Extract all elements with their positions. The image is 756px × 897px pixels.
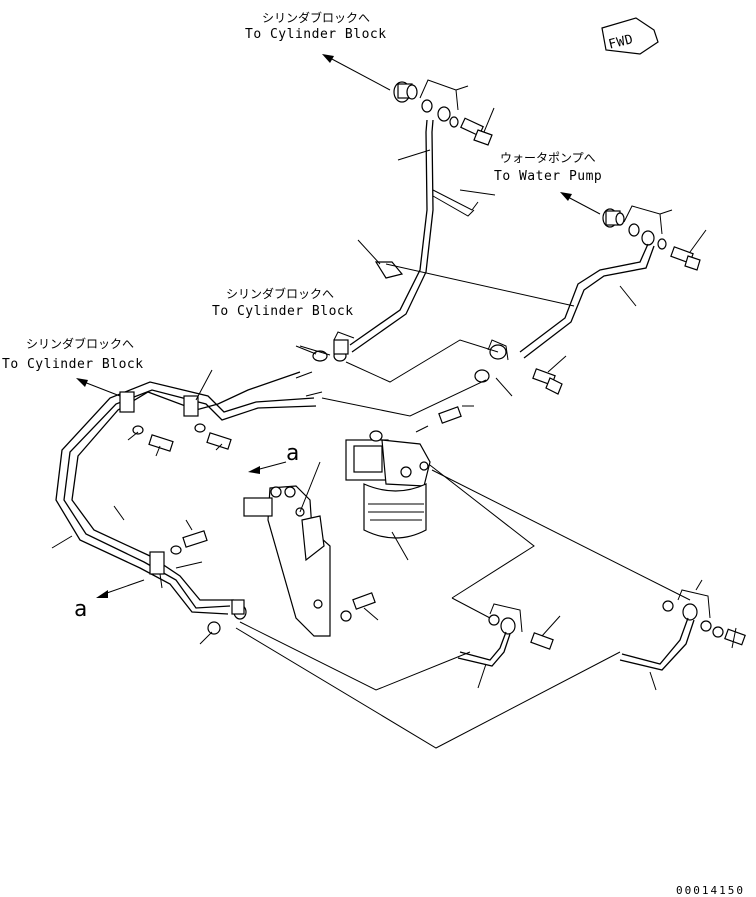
hose-fitting-lower-right: [662, 579, 746, 649]
filter-mounting-bracket: [243, 461, 331, 637]
bolt-middle-right: [532, 368, 563, 395]
bolt-filter-head: [438, 405, 474, 424]
arrow-view-a-lower: [96, 579, 145, 598]
arrow-to-cylinder-block-top: [322, 54, 391, 91]
pipe-lower-center: [457, 631, 511, 689]
pipe-bundle-left: [55, 371, 323, 615]
hose-fitting-top: [393, 81, 459, 128]
arrow-to-cylinder-block-mid: [299, 345, 331, 356]
corrosion-resistor-filter: [345, 425, 431, 561]
label-cylinder-block-mid-jp: シリンダブロックへ: [226, 286, 334, 301]
label-water-pump-en: To Water Pump: [494, 169, 602, 184]
bolt-water-pump: [670, 246, 701, 271]
bolts-left: [148, 432, 232, 548]
label-cylinder-block-mid-en: To Cylinder Block: [212, 304, 354, 319]
pipe-water-pump: [519, 243, 655, 359]
clamp-left-lower: [149, 551, 165, 589]
hose-fitting-middle-left: [333, 331, 355, 362]
label-cylinder-block-left-jp: シリンダブロックへ: [26, 336, 134, 351]
washers-left-upper: [132, 423, 206, 555]
clamp-upper-pipe: [357, 239, 404, 279]
hose-fitting-water-pump: [602, 208, 667, 250]
arrow-to-cylinder-block-left: [76, 378, 121, 397]
hose-fitting-lower-left: [199, 599, 247, 645]
arrow-to-water-pump: [560, 192, 601, 215]
view-a-marker-upper: a: [286, 441, 299, 466]
arrow-view-a-upper: [248, 461, 287, 474]
clamp-left-upper: [119, 369, 213, 417]
drawing-code: 00014150: [676, 884, 745, 897]
label-cylinder-block-top-en: To Cylinder Block: [245, 27, 387, 42]
bolt-bracket: [340, 592, 379, 622]
fwd-direction-badge: FWD: [601, 17, 659, 55]
washer-middle: [295, 345, 328, 362]
pipe-cylinder-block-top: [349, 119, 496, 353]
label-cylinder-block-top-jp: シリンダブロックへ: [262, 10, 370, 25]
label-cylinder-block-left-en: To Cylinder Block: [2, 357, 144, 372]
bolt-top: [460, 117, 493, 146]
view-a-marker-lower: a: [74, 597, 87, 622]
hose-fitting-lower-center: [488, 603, 561, 650]
label-water-pump-jp: ウォータポンプへ: [500, 151, 596, 165]
fwd-label: FWD: [607, 32, 635, 53]
pipe-lower-right: [619, 617, 695, 691]
